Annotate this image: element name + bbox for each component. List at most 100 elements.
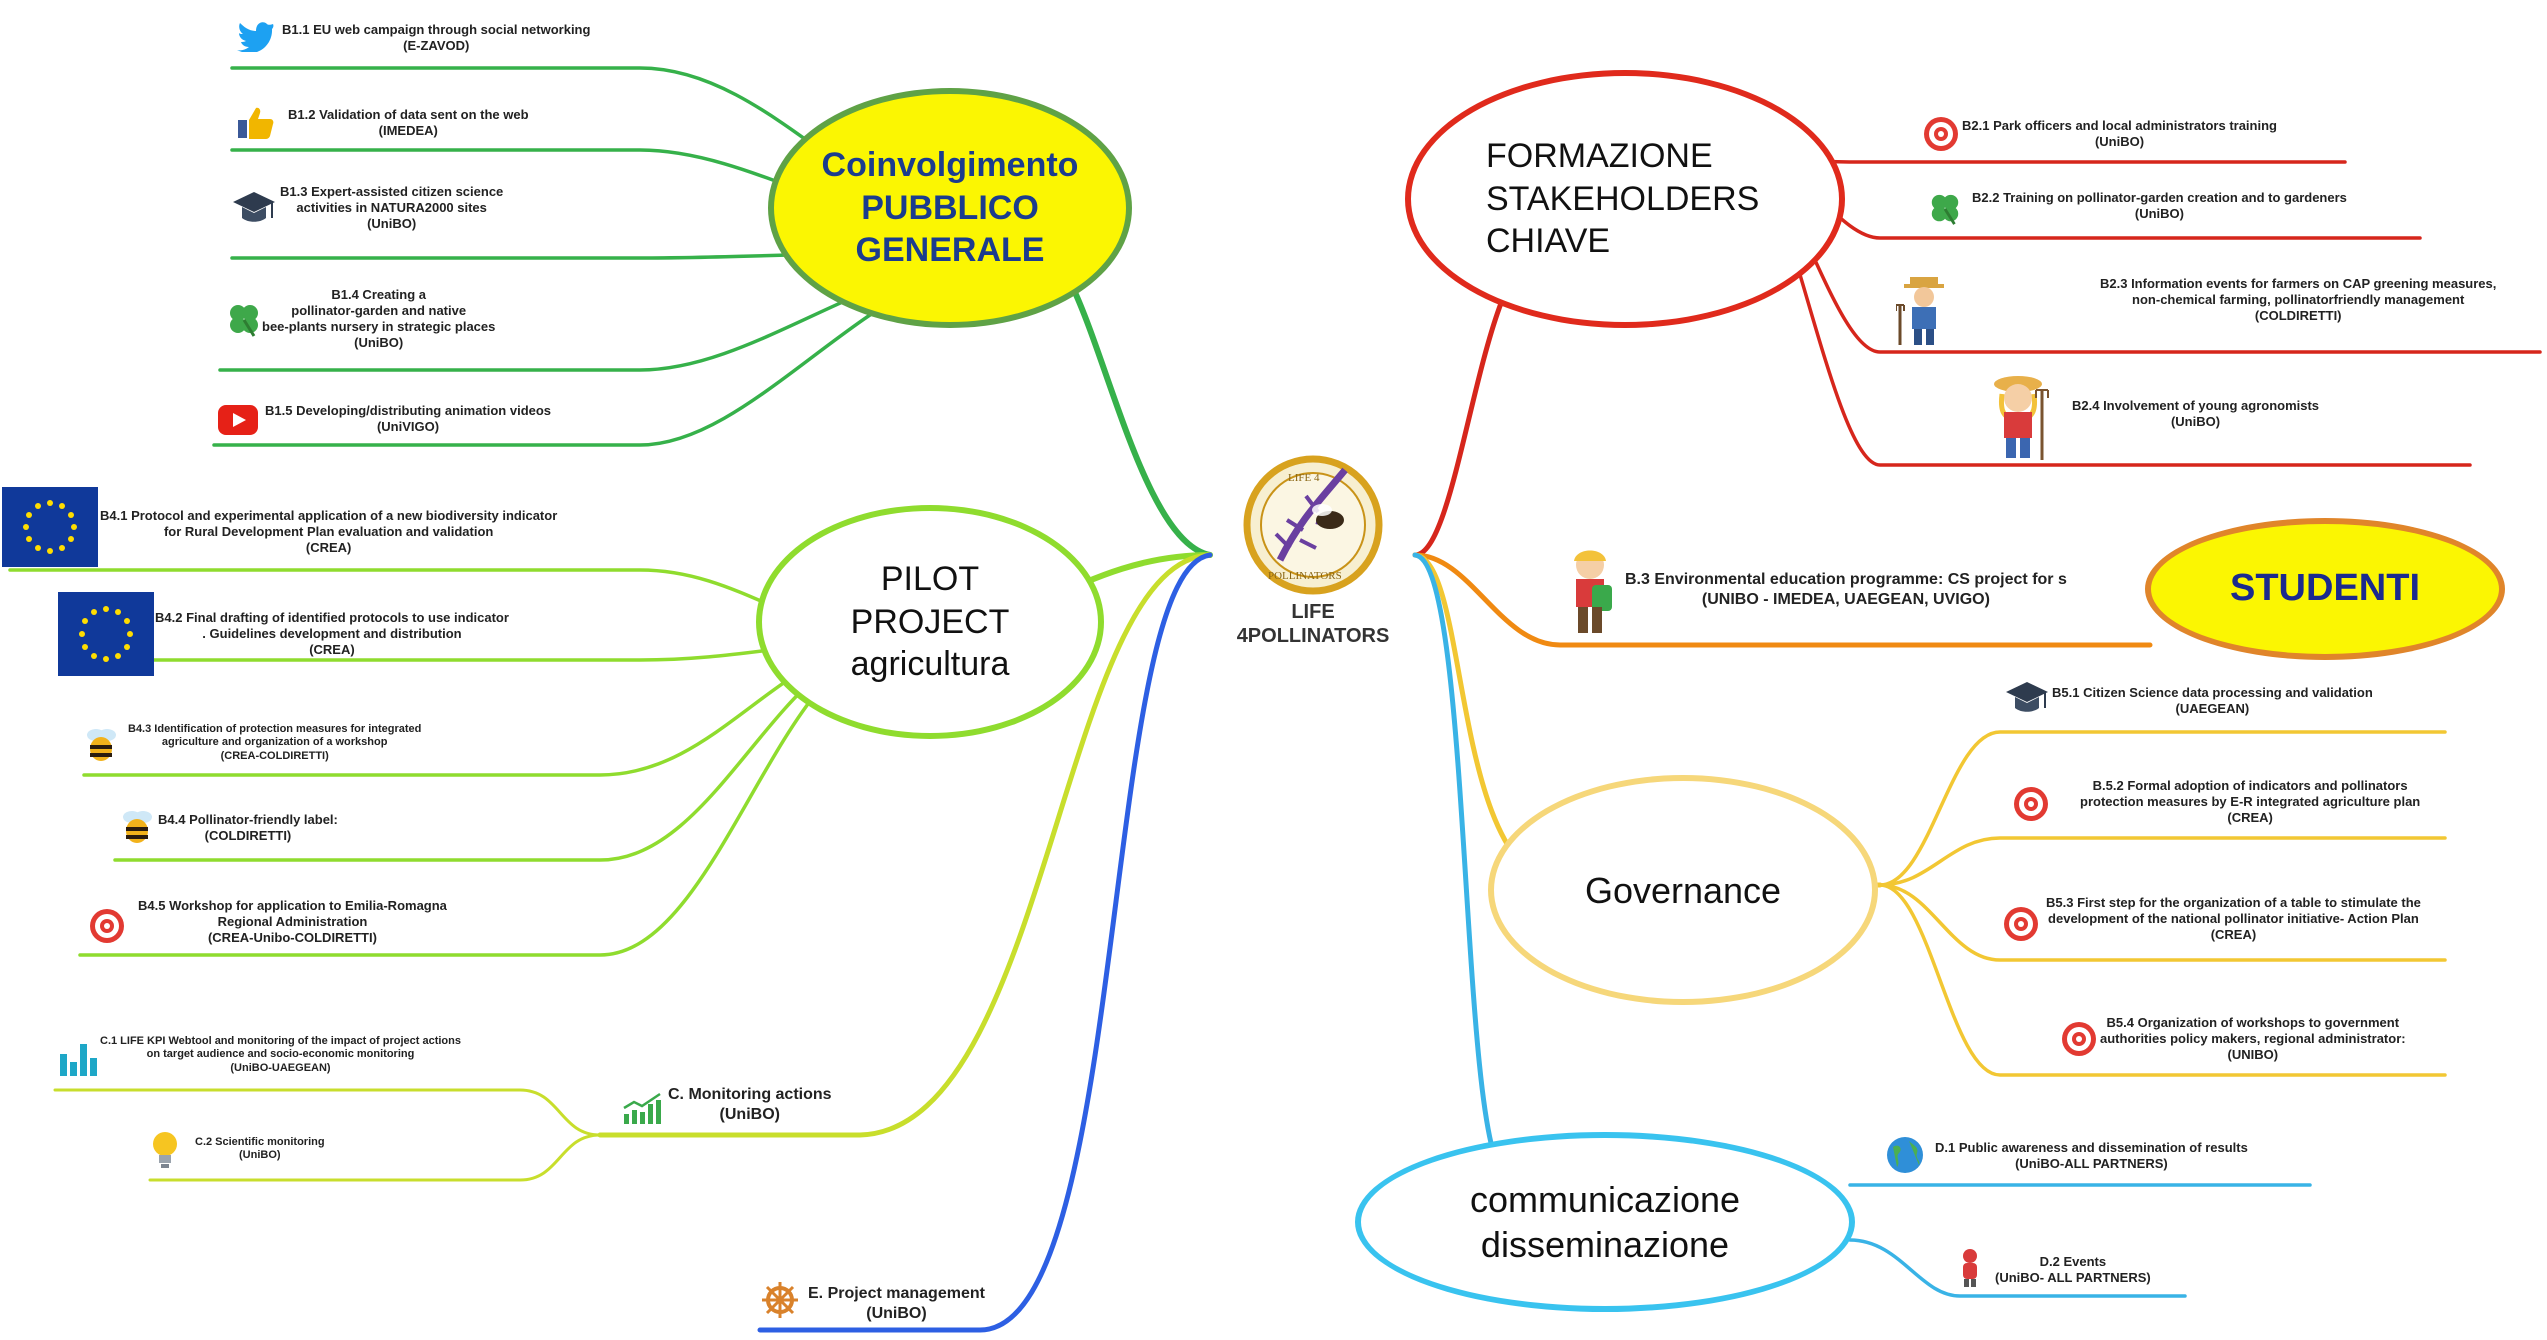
item-line: B4.3 Identification of protection measur… bbox=[128, 723, 422, 735]
student-icon bbox=[1562, 545, 1620, 644]
clover-icon bbox=[226, 302, 262, 343]
item-line: B2.2 Training on pollinator-garden creat… bbox=[1972, 190, 2347, 205]
branch-c-lines bbox=[53, 552, 1213, 1182]
item-line: pollinator-garden and native bbox=[291, 302, 467, 318]
item-line: (CREA) bbox=[2227, 809, 2273, 825]
b5-2-label: B.5.2 Formal adoption of indicators and … bbox=[2080, 778, 2420, 826]
item-line: B4.4 Pollinator-friendly label: bbox=[158, 812, 338, 827]
item-line: activities in NATURA2000 sites bbox=[296, 199, 487, 215]
item-line: (UNIBO) bbox=[2227, 1046, 2279, 1062]
item-line: (UniVIGO) bbox=[376, 418, 440, 434]
item-line: . Guidelines development and distributio… bbox=[202, 625, 462, 641]
bubble-line: Governance bbox=[1584, 869, 1782, 911]
item-line: (UniBO) bbox=[866, 1304, 927, 1322]
c-monitoring-label: C. Monitoring actions(UniBO) bbox=[668, 1085, 832, 1124]
c-1-label: C.1 LIFE KPI Webtool and monitoring of t… bbox=[100, 1035, 461, 1075]
item-line: (CREA-COLDIRETTI) bbox=[220, 749, 329, 762]
item-line: B1.3 Expert-assisted citizen science bbox=[280, 184, 504, 199]
b4-1-label: B4.1 Protocol and experimental applicati… bbox=[100, 508, 557, 556]
b2-2-label: B2.2 Training on pollinator-garden creat… bbox=[1972, 190, 2347, 222]
center-logo-bottom-text: POLLINATORS bbox=[1268, 570, 1342, 582]
bubble-line: STAKEHOLDERS bbox=[1486, 179, 1760, 218]
target-icon bbox=[2012, 785, 2050, 828]
mascot-icon bbox=[1955, 1248, 1985, 1293]
item-line: B1.1 EU web campaign through social netw… bbox=[282, 22, 591, 37]
bubble-formazione[interactable]: FORMAZIONE STAKEHOLDERS CHIAVE bbox=[1405, 70, 1845, 328]
branch-b3-line bbox=[1412, 552, 2153, 648]
b2-1-label: B2.1 Park officers and local administrat… bbox=[1962, 118, 2277, 150]
b3-label: B.3 Environmental education programme: C… bbox=[1625, 570, 2067, 609]
bubble-communicazione[interactable]: communicazione disseminazione bbox=[1355, 1132, 1855, 1312]
farmer-girl-icon bbox=[1990, 370, 2052, 467]
item-line: C. Monitoring actions bbox=[668, 1086, 832, 1103]
bubble-pilot-project[interactable]: PILOT PROJECT agricultura bbox=[756, 505, 1104, 739]
b4-3-label: B4.3 Identification of protection measur… bbox=[128, 723, 421, 763]
center-logo-top-text: LIFE 4 bbox=[1288, 472, 1320, 484]
graduation-cap-icon bbox=[2005, 680, 2049, 721]
item-line: B4.5 Workshop for application to Emilia-… bbox=[138, 898, 447, 913]
thumbs-up-icon bbox=[238, 106, 274, 145]
bubble-line: disseminazione bbox=[1480, 1224, 1730, 1265]
b1-5-label: B1.5 Developing/distributing animation v… bbox=[265, 403, 551, 435]
item-line: (UniBO) bbox=[354, 334, 404, 350]
b5-3-label: B5.3 First step for the organization of … bbox=[2046, 895, 2421, 943]
item-line: (UniBO) bbox=[239, 1149, 281, 1162]
e-project-management-label: E. Project management (UniBO) bbox=[808, 1284, 985, 1323]
eu-flag-icon bbox=[2, 487, 98, 572]
item-line: B1.2 Validation of data sent on the web bbox=[288, 107, 529, 122]
item-line: (UAEGEAN) bbox=[2175, 700, 2250, 716]
item-line: protection measures by E-R integrated ag… bbox=[2080, 793, 2421, 809]
item-line: B1.4 Creating a bbox=[331, 287, 427, 302]
item-line: C.1 LIFE KPI Webtool and monitoring of t… bbox=[100, 1035, 461, 1047]
b5-4-label: B5.4 Organization of workshops to govern… bbox=[2100, 1015, 2406, 1063]
item-line: (UNIBO - IMEDEA, UAEGEAN, UVIGO) bbox=[1701, 590, 1990, 608]
center-title: LIFE 4POLLINATORS bbox=[1218, 600, 1408, 649]
item-line: B4.1 Protocol and experimental applicati… bbox=[100, 508, 558, 523]
eu-flag-icon bbox=[58, 592, 154, 681]
b4-5-label: B4.5 Workshop for application to Emilia-… bbox=[138, 898, 447, 946]
item-line: (UniBO- ALL PARTNERS) bbox=[1995, 1269, 2151, 1285]
b2-3-label: B2.3 Information events for farmers on C… bbox=[2100, 276, 2496, 324]
item-line: B5.1 Citizen Science data processing and… bbox=[2052, 685, 2373, 700]
bubble-line: agricultura bbox=[850, 645, 1010, 684]
bubble-coinvolgimento[interactable]: Coinvolgimento PUBBLICO GENERALE bbox=[768, 88, 1132, 328]
item-line: D.2 Events bbox=[2039, 1254, 2107, 1269]
item-line: on target audience and socio-economic mo… bbox=[146, 1048, 415, 1061]
b5-1-label: B5.1 Citizen Science data processing and… bbox=[2052, 685, 2373, 717]
item-line: (COLDIRETTI) bbox=[2254, 307, 2342, 323]
item-line: (UniBO) bbox=[2170, 413, 2221, 429]
bubble-governance[interactable]: Governance bbox=[1488, 775, 1878, 1005]
target-icon bbox=[1922, 115, 1960, 158]
item-line: development of the national pollinator i… bbox=[2048, 910, 2419, 926]
item-line: (CREA) bbox=[309, 641, 355, 657]
item-line: C.2 Scientific monitoring bbox=[195, 1136, 325, 1148]
clover-icon bbox=[1928, 192, 1962, 231]
bubble-line: CHIAVE bbox=[1486, 222, 1611, 261]
item-line: B5.3 First step for the organization of … bbox=[2046, 895, 2421, 910]
b1-1-label: B1.1 EU web campaign through social netw… bbox=[282, 22, 590, 54]
center-title-line: LIFE bbox=[1291, 601, 1335, 623]
bubble-line: PROJECT bbox=[850, 602, 1010, 641]
item-line: bee-plants nursery in strategic places bbox=[262, 318, 496, 334]
item-line: (COLDIRETTI) bbox=[204, 827, 292, 843]
item-line: (E-ZAVOD) bbox=[403, 37, 470, 53]
target-icon bbox=[2060, 1020, 2098, 1063]
item-line: B2.3 Information events for farmers on C… bbox=[2100, 276, 2497, 291]
item-line: B1.5 Developing/distributing animation v… bbox=[265, 403, 552, 418]
item-line: authorities policy makers, regional admi… bbox=[2100, 1030, 2406, 1046]
item-line: B2.1 Park officers and local administrat… bbox=[1962, 118, 2277, 133]
bubble-studenti[interactable]: STUDENTI bbox=[2145, 518, 2505, 660]
b1-2-label: B1.2 Validation of data sent on the web(… bbox=[288, 107, 529, 139]
item-line: (UniBO-UAEGEAN) bbox=[230, 1061, 331, 1074]
item-line: B5.4 Organization of workshops to govern… bbox=[2106, 1015, 2400, 1030]
bubble-line: STUDENTI bbox=[2230, 567, 2420, 610]
target-icon bbox=[2002, 905, 2040, 948]
c-2-label: C.2 Scientific monitoring(UniBO) bbox=[195, 1136, 325, 1163]
item-line: B2.4 Involvement of young agronomists bbox=[2072, 398, 2320, 413]
twitter-icon bbox=[237, 20, 275, 57]
item-line: B4.2 Final drafting of identified protoc… bbox=[155, 610, 509, 625]
item-line: E. Project management bbox=[808, 1285, 985, 1302]
ship-wheel-icon bbox=[760, 1280, 800, 1325]
